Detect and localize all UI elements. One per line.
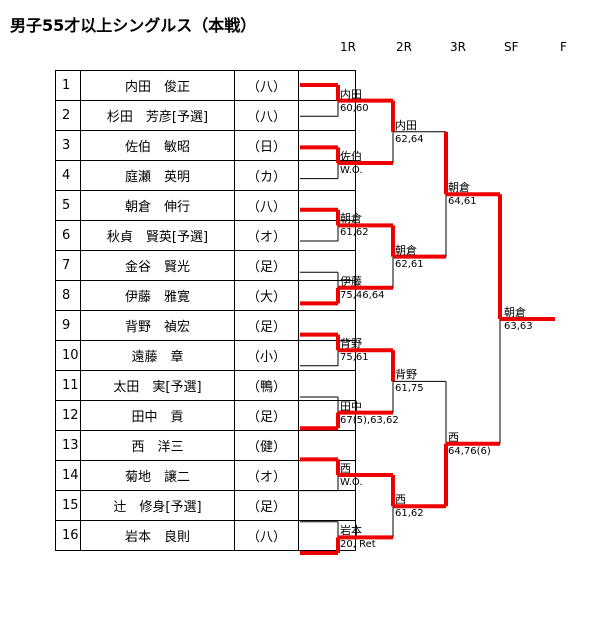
r3-winner-name: 西 [448,430,459,444]
player-name: 岩本 良則 [80,520,235,551]
r2-winner-name: 内田 [395,118,417,132]
player-blank-cell [298,190,356,221]
page-title: 男子55才以上シングルス（本戦） [10,16,257,35]
player-name: 菊地 譲二 [80,460,235,491]
r2-score: 61,75 [395,383,424,395]
r2-winner-name: 朝倉 [395,243,417,257]
player-club: （八） [234,190,299,221]
r1-winner-name: 伊藤 [340,274,362,288]
r1-score: W.O. [340,165,363,176]
round-header-2r: 2R [396,40,412,54]
player-blank-cell [298,430,356,461]
player-club: （足） [234,310,299,341]
player-number: 16 [55,520,81,551]
player-number: 12 [55,400,81,431]
r2-winner-name: 背野 [395,368,417,382]
player-club: （オ） [234,220,299,251]
player-name: 杉田 芳彦[予選] [80,100,235,131]
r1-score: 60,60 [340,102,369,114]
r1-winner-name: 朝倉 [340,212,362,226]
round-header-1r: 1R [340,40,356,54]
player-club: （日） [234,130,299,161]
r1-winner-name: 佐伯 [340,150,362,163]
player-number: 7 [55,250,81,281]
player-name: 辻 修身[予選] [80,490,235,521]
player-blank-cell [298,100,356,131]
player-name: 伊藤 雅寛 [80,280,235,311]
round-header-3r: 3R [450,40,466,54]
round-header-f: F [560,40,567,54]
player-blank-cell [298,370,356,401]
player-blank-cell [298,490,356,521]
player-blank-cell [298,250,356,281]
r1-score: 75,61 [340,352,369,364]
r2-score: 62,61 [395,258,424,270]
player-name: 太田 実[予選] [80,370,235,401]
r1-winner-name: 田中 [340,399,362,413]
player-club: （八） [234,520,299,551]
r2-winner-name: 西 [395,493,406,507]
sf-score: 63,63 [504,321,533,332]
player-number: 1 [55,70,81,101]
r2-score: 62,64 [395,133,424,145]
player-club: （大） [234,280,299,311]
player-number: 13 [55,430,81,461]
player-name: 金谷 賢光 [80,250,235,281]
r1-winner-name: 西 [340,462,351,475]
player-blank-cell [298,160,356,191]
player-name: 田中 貢 [80,400,235,431]
r1-score: 75,46,64 [340,289,385,301]
r1-score: 67(5),63,62 [340,414,399,426]
round-header-sf: SF [504,40,519,54]
player-number: 15 [55,490,81,521]
player-club: （小） [234,340,299,371]
player-number: 3 [55,130,81,161]
r3-score: 64,76(6) [448,445,491,457]
r1-winner-name: 背野 [340,337,362,351]
r1-score: 61,62 [340,227,369,239]
r1-score: W.O. [340,477,363,488]
r3-winner-name: 朝倉 [448,181,470,195]
r2-score: 61,62 [395,508,424,520]
player-name: 西 洋三 [80,430,235,461]
player-club: （足） [234,400,299,431]
r3-score: 64,61 [448,196,477,208]
r1-score: 20, Ret [340,539,376,551]
r1-winner-name: 岩本 [340,524,362,538]
r1-winner-name: 内田 [340,87,362,101]
sf-winner-name: 朝倉 [504,306,526,319]
